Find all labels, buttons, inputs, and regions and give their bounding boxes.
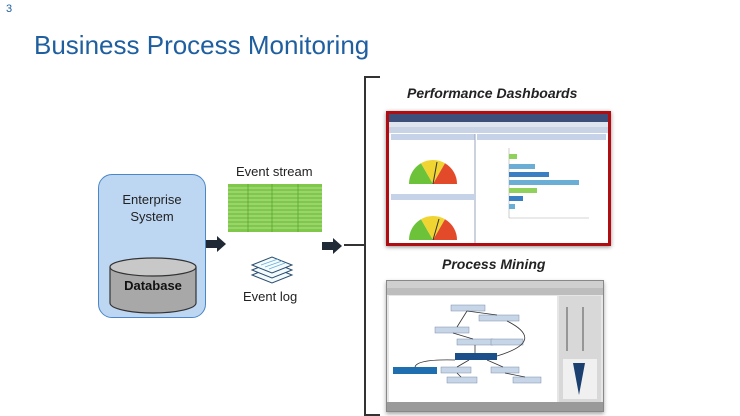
connector-line xyxy=(344,244,364,246)
process-mining-heading: Process Mining xyxy=(442,256,546,272)
event-stream-label: Event stream xyxy=(236,164,313,179)
page-title: Business Process Monitoring xyxy=(34,30,370,60)
slide-number: 3 xyxy=(6,3,13,15)
enterprise-label-line1: Enterprise xyxy=(122,192,182,207)
event-stream-table xyxy=(228,184,322,232)
arrow-right-icon xyxy=(206,236,226,252)
enterprise-system-box: Enterprise System Database xyxy=(98,174,206,318)
performance-dashboard-screenshot xyxy=(386,111,611,246)
event-log-icon xyxy=(250,256,294,284)
performance-dashboards-heading: Performance Dashboards xyxy=(407,85,578,101)
database-label: Database xyxy=(124,278,182,293)
enterprise-system-label: Enterprise System xyxy=(99,191,205,225)
arrow-right-icon xyxy=(322,238,342,254)
event-log-label: Event log xyxy=(243,289,298,304)
output-bracket xyxy=(364,76,380,416)
enterprise-label-line2: System xyxy=(130,209,174,224)
database-icon xyxy=(109,257,197,314)
process-mining-screenshot xyxy=(386,280,604,412)
